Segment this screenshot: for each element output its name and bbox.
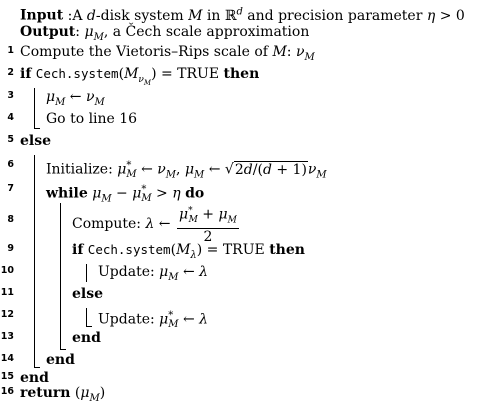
algo-line-4: 4 Go to line 16 xyxy=(0,109,500,131)
line-number: 5 xyxy=(7,134,14,145)
algo-line-7: 7 while μM − μ*M > η do xyxy=(0,180,500,204)
algo-line-6: 6 Initialize: μ*M ← νM, μM ← √2d/(d + 1)… xyxy=(0,153,500,180)
algo-line-9: 9 if Cech.system(Mλ) = TRUE then xyxy=(0,240,500,262)
line-number: 9 xyxy=(7,243,14,254)
line-number: 16 xyxy=(0,386,14,397)
line-number: 12 xyxy=(0,309,14,320)
block-bar-while xyxy=(60,203,61,349)
block-tick-while xyxy=(60,349,66,350)
algo-line-12: 12 Update: μ*M ← λ xyxy=(0,309,209,331)
line-number: 8 xyxy=(7,214,14,225)
algo-line-13: 13 end xyxy=(0,330,101,346)
algo-line-11: 11 else xyxy=(0,286,104,302)
line-number: 14 xyxy=(0,353,14,364)
line-number: 11 xyxy=(0,287,14,298)
line-number: 4 xyxy=(7,112,14,123)
line-number: 2 xyxy=(7,67,14,78)
line-number: 10 xyxy=(0,265,14,276)
line-number: 15 xyxy=(0,371,14,382)
block-bar-if xyxy=(34,88,35,128)
algo-line-14: 14 end xyxy=(0,352,75,368)
line-number: 6 xyxy=(7,159,14,170)
output-line: Output: μM, a Čech scale approximation xyxy=(0,22,500,44)
block-tick-else xyxy=(34,367,40,368)
block-tick-inner-else xyxy=(86,326,92,327)
algo-line-10: 10 Update: μM ← λ xyxy=(0,264,209,283)
algo-line-1: 1 Compute the Vietoris–Rips scale of M: … xyxy=(0,42,500,64)
input-text: :A d-disk system M in ℝd and precision p… xyxy=(67,6,465,24)
input-label: Input xyxy=(20,7,64,24)
line-number: 1 xyxy=(7,45,14,56)
algo-line-16: 16 return (μM) xyxy=(0,385,106,404)
block-bar-inner-if xyxy=(86,264,87,282)
algo-line-2: 2 if Cech.system(MνM) = TRUE then xyxy=(0,64,500,87)
algo-line-5: 5 else xyxy=(0,131,500,153)
output-text: : μM, a Čech scale approximation xyxy=(75,24,310,43)
output-label: Output xyxy=(20,24,76,40)
algo-line-15: 15 end xyxy=(0,370,49,386)
line-number: 3 xyxy=(7,90,14,101)
algo-line-3: 3 μM ← νM xyxy=(0,87,500,109)
block-tick-if xyxy=(34,128,40,129)
line-number: 13 xyxy=(0,331,14,342)
block-bar-else xyxy=(34,155,35,367)
input-line: Input :A d-disk system M in ℝd and preci… xyxy=(0,2,500,24)
line-number: 7 xyxy=(7,183,14,194)
block-bar-inner-else xyxy=(86,308,87,326)
